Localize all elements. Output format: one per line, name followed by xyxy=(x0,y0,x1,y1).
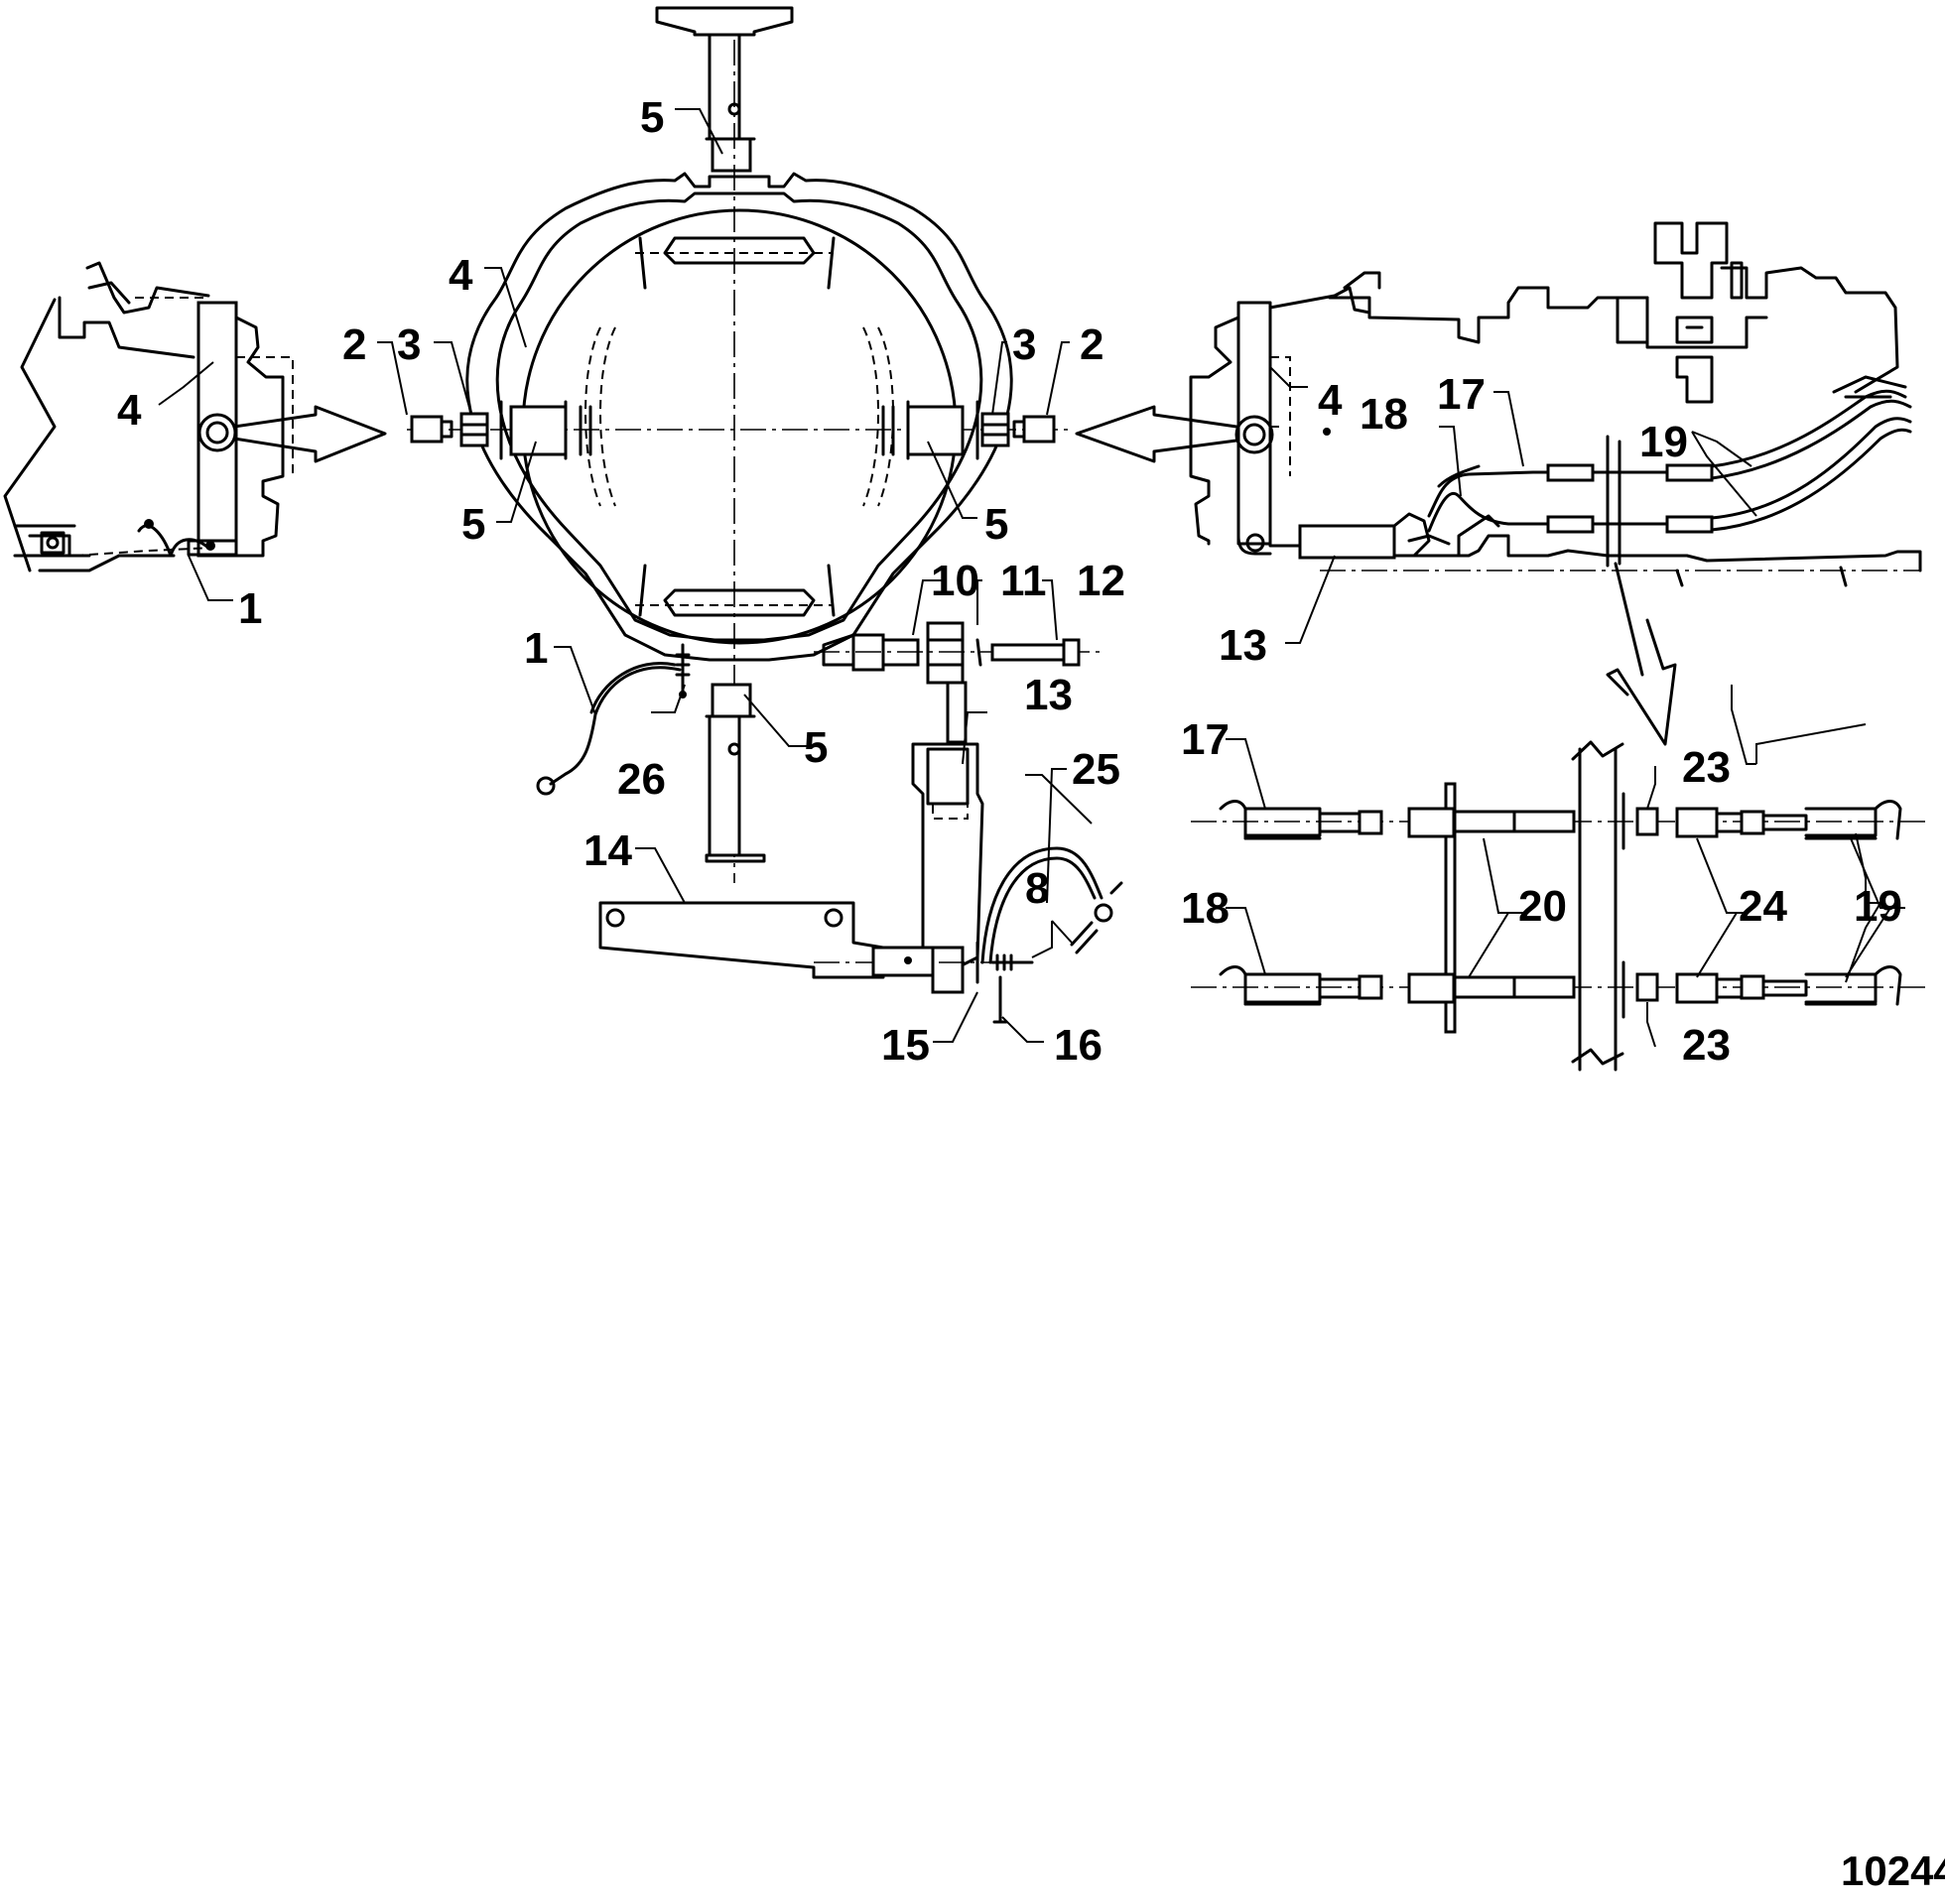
callout-1-left: 1 xyxy=(238,584,262,633)
trunnion-hardware xyxy=(410,412,1056,447)
callout-3-left: 3 xyxy=(397,320,421,369)
callout-24: 24 xyxy=(1739,882,1787,931)
callout-12: 12 xyxy=(1077,557,1125,605)
callout-14: 14 xyxy=(584,826,632,875)
callout-26: 26 xyxy=(617,755,666,804)
cable-detail-view xyxy=(1191,740,1930,1072)
figure-number: 10244 xyxy=(1841,1847,1945,1894)
callout-10: 10 xyxy=(931,557,979,605)
callout-2-right: 2 xyxy=(1080,320,1103,369)
callout-1-center: 1 xyxy=(524,624,548,673)
callout-20: 20 xyxy=(1518,882,1567,931)
callout-4-center: 4 xyxy=(449,251,473,300)
right-engine-view xyxy=(1075,221,1922,746)
callout-4-left: 4 xyxy=(117,386,142,435)
callout-25: 25 xyxy=(1072,745,1120,794)
callout-5-top: 5 xyxy=(640,93,664,142)
callout-8: 8 xyxy=(1025,864,1049,913)
callout-18-detail: 18 xyxy=(1181,884,1230,933)
callout-23-top: 23 xyxy=(1682,743,1731,792)
callout-15: 15 xyxy=(881,1021,930,1070)
callout-18-right: 18 xyxy=(1360,390,1408,439)
callout-3-right: 3 xyxy=(1012,320,1036,369)
callout-4-right: 4 xyxy=(1318,376,1343,425)
callout-16: 16 xyxy=(1054,1021,1102,1070)
gimbal-ring-assembly xyxy=(407,6,1072,883)
callout-17-detail: 17 xyxy=(1181,715,1230,764)
callout-2-left: 2 xyxy=(342,320,366,369)
callout-5-bottom: 5 xyxy=(804,723,828,772)
callout-labels: 1 1 2 2 3 3 4 4 4 5 5 5 5 8 10 11 12 13 … xyxy=(117,93,1945,1894)
callout-17-right: 17 xyxy=(1437,370,1486,419)
callout-19-detail: 19 xyxy=(1854,882,1902,931)
callout-13-right: 13 xyxy=(1219,621,1267,670)
left-engine-view xyxy=(3,261,387,572)
callout-5-left: 5 xyxy=(461,500,485,549)
callout-5-right: 5 xyxy=(984,500,1008,549)
callout-19-right: 19 xyxy=(1639,418,1688,466)
leader-lines xyxy=(158,108,1905,1048)
callout-11: 11 xyxy=(1000,557,1047,605)
callout-23-bottom: 23 xyxy=(1682,1021,1731,1070)
trim-cylinder-assembly xyxy=(598,621,1123,1024)
callout-13-center: 13 xyxy=(1024,671,1073,719)
